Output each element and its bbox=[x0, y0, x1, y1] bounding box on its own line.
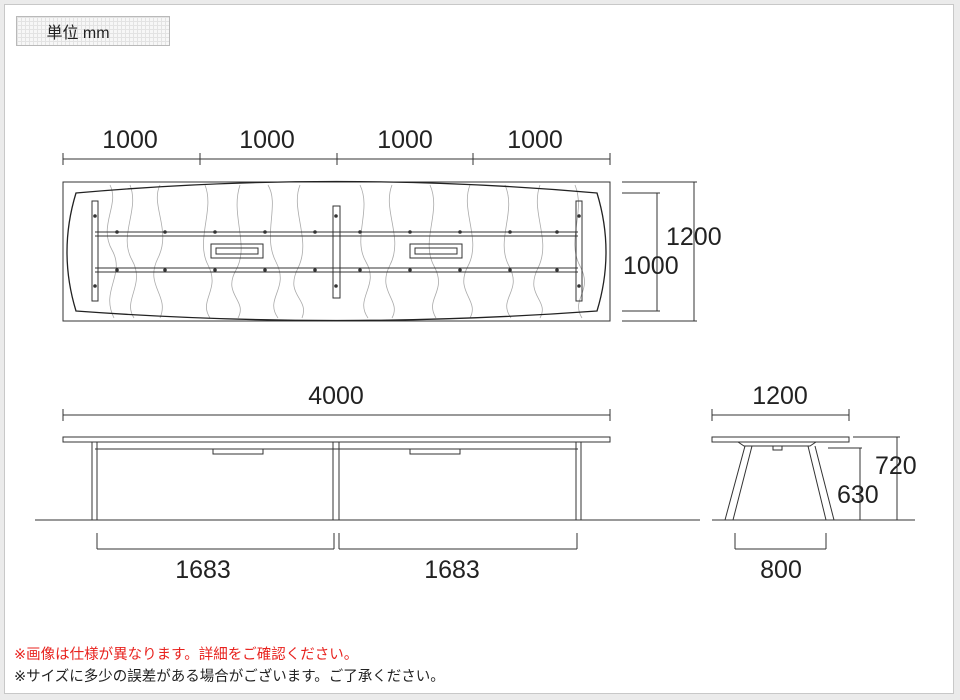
top-view bbox=[62, 153, 697, 322]
side-leg-left bbox=[724, 445, 753, 521]
dim-segment-2: 1000 bbox=[239, 126, 295, 154]
side-wiring-box bbox=[772, 445, 783, 451]
wiring-box-right bbox=[409, 243, 463, 259]
dim-segment-4: 1000 bbox=[507, 126, 563, 154]
front-leg-center bbox=[332, 441, 340, 521]
dim-segment-3: 1000 bbox=[377, 126, 433, 154]
front-wiring-box-right bbox=[409, 448, 461, 455]
wood-grain bbox=[106, 184, 585, 319]
note-spec-differs: ※画像は仕様が異なります。詳細をご確認ください。 bbox=[14, 647, 359, 663]
front-tabletop bbox=[62, 436, 611, 443]
side-frame bbox=[737, 441, 817, 447]
leg-plate-left bbox=[91, 200, 99, 302]
dim-side-depth: 1200 bbox=[752, 382, 808, 410]
dim-depth-inner: 1000 bbox=[623, 252, 679, 280]
dim-height-under: 630 bbox=[837, 481, 879, 509]
front-wiring-box-left bbox=[212, 448, 264, 455]
drawing-frame bbox=[4, 4, 954, 694]
dim-leg-span-right: 1683 bbox=[424, 556, 480, 584]
leg-plate-center bbox=[332, 205, 341, 299]
front-leg-right bbox=[575, 441, 582, 521]
note-size-tolerance: ※サイズに多少の誤差がある場合がございます。ご了承ください。 bbox=[14, 669, 445, 685]
leg-plate-right bbox=[575, 200, 583, 302]
tabletop-outline bbox=[66, 180, 607, 322]
side-view bbox=[711, 409, 915, 550]
front-leg-left bbox=[91, 441, 98, 521]
side-tabletop bbox=[711, 436, 850, 443]
dim-foot-span: 800 bbox=[760, 556, 802, 584]
fastener-dots bbox=[93, 214, 581, 288]
notes: ※画像は仕様が異なります。詳細をご確認ください。 ※サイズに多少の誤差がある場合… bbox=[14, 644, 445, 688]
dim-total-width: 4000 bbox=[308, 382, 364, 410]
dim-depth-outer: 1200 bbox=[666, 223, 722, 251]
dim-segment-1: 1000 bbox=[102, 126, 158, 154]
wiring-box-left bbox=[210, 243, 264, 259]
side-leg-right bbox=[807, 445, 835, 521]
dim-leg-span-left: 1683 bbox=[175, 556, 231, 584]
front-view bbox=[35, 409, 700, 550]
top-outer-rect bbox=[62, 181, 611, 322]
dim-height-total: 720 bbox=[875, 452, 917, 480]
unit-label: 単位 mm bbox=[16, 16, 170, 46]
